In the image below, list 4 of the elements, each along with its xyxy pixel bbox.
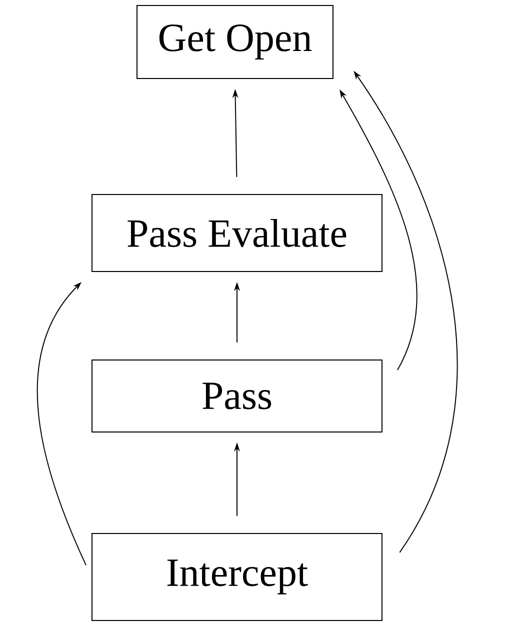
process-box: Pass (92, 360, 382, 432)
process-box: Intercept (92, 533, 382, 621)
process-box: Pass Evaluate (92, 194, 382, 272)
process-box: Get Open (136, 5, 334, 79)
